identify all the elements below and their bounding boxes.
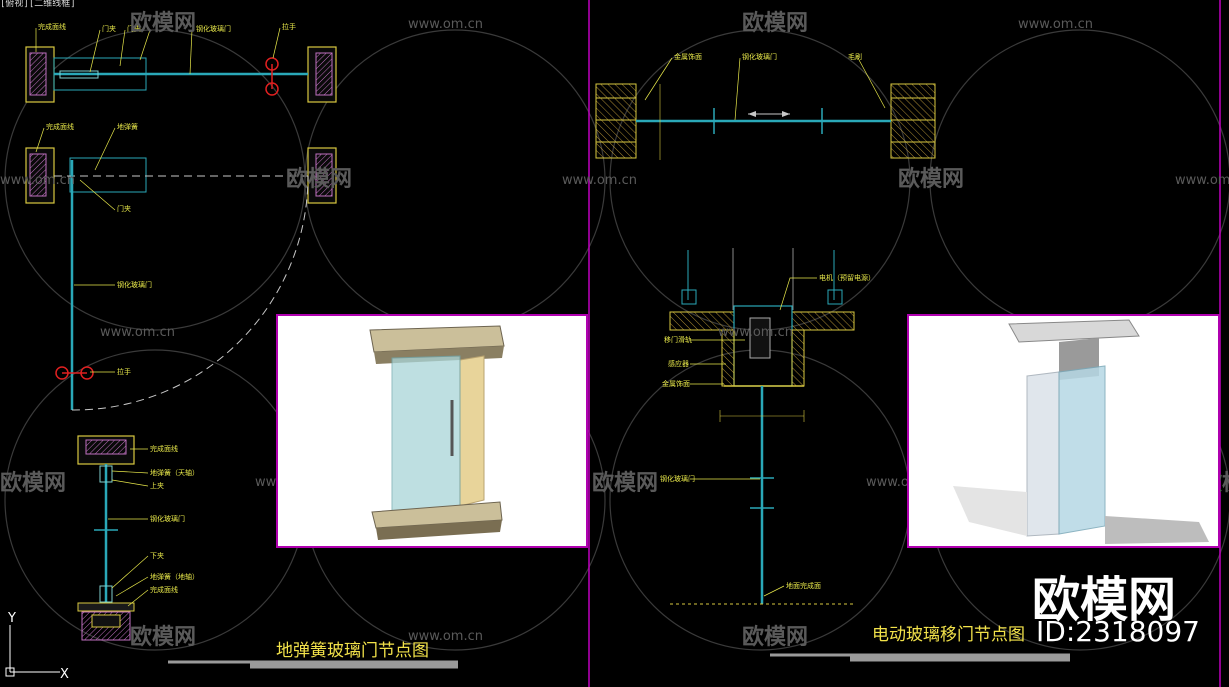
- left-plan-swing-leaders: [35, 127, 116, 373]
- wm-brand: 欧模网: [898, 166, 964, 192]
- sliding-door-render[interactable]: [907, 314, 1220, 548]
- label-sec-1: 地弹簧（天轴）: [150, 468, 199, 477]
- left-plan-closed[interactable]: [25, 46, 337, 103]
- right-plan[interactable]: [595, 83, 936, 160]
- wm-brand: 欧模网: [742, 624, 808, 650]
- label-rsec-5: 地面完成面: [786, 581, 821, 590]
- left-section-leaders: [108, 448, 149, 607]
- wm-brand: 欧模网: [742, 10, 808, 36]
- right-plan-leaders: [644, 57, 886, 121]
- viewport-label[interactable]: [俯视][二维线框]: [0, 0, 76, 9]
- floor-spring-door-render[interactable]: [276, 314, 588, 548]
- wm-brand: 欧模网: [592, 470, 658, 496]
- label-plan2-0: 完成面线: [46, 122, 74, 131]
- label-sec-4: 下夹: [150, 551, 164, 560]
- axis-x-label: X: [60, 667, 69, 682]
- wm-url: www.om.cn: [408, 17, 483, 32]
- label-sec-3: 钢化玻璃门: [150, 514, 185, 523]
- wm-url: www.om.cn: [100, 325, 175, 340]
- label-rsec-4: 钢化玻璃门: [660, 474, 695, 483]
- left-section[interactable]: [77, 435, 135, 641]
- wm-url: www.om.cn: [1175, 173, 1229, 188]
- left-plan-closed-leaders: [35, 27, 281, 75]
- wm-brand: 欧模网: [130, 624, 196, 650]
- label-rplan-0: 金属饰面: [674, 52, 702, 61]
- wm-brand: 欧模网: [0, 470, 66, 496]
- wm-url: www.om.cn: [718, 325, 793, 340]
- wm-url: www.om.cn: [0, 173, 75, 188]
- wm-url: www.om.cn: [562, 173, 637, 188]
- right-section[interactable]: [669, 248, 856, 605]
- label-sec-6: 完成面线: [150, 585, 178, 594]
- right-drawing-title: 电动玻璃移门节点图: [872, 625, 1025, 645]
- render-image: [953, 319, 1209, 544]
- label-plan2-2: 门夹: [117, 204, 131, 213]
- label-plan2-1: 地弹簧: [117, 122, 138, 131]
- label-rplan-2: 毛刷: [848, 52, 862, 61]
- label-rsec-0: 电机（预留电源）: [819, 273, 875, 282]
- label-plan1-3: 钢化玻璃门: [196, 24, 231, 33]
- left-drawing-title: 地弹簧玻璃门节点图: [276, 641, 429, 661]
- label-sec-0: 完成面线: [150, 444, 178, 453]
- ucs-axis-icon: [5, 625, 60, 677]
- wm-url: www.om.cn: [1018, 17, 1093, 32]
- label-rplan-1: 钢化玻璃门: [742, 52, 777, 61]
- wm-brand: 欧模网: [130, 10, 196, 36]
- render-image: [369, 325, 505, 540]
- label-plan2-4: 拉手: [117, 367, 131, 376]
- axis-y-label: Y: [7, 611, 16, 626]
- wm-brand: 欧模网: [286, 166, 352, 192]
- label-plan1-0: 完成面线: [38, 22, 66, 31]
- label-plan1-4: 拉手: [282, 22, 296, 31]
- wm-url: www.om.cn: [408, 629, 483, 644]
- label-sec-5: 地弹簧（地轴）: [150, 572, 199, 581]
- brand-stamp-id: ID:2318097: [1036, 615, 1200, 648]
- label-rsec-3: 金属饰面: [662, 379, 690, 388]
- left-plan-swing[interactable]: [25, 147, 337, 411]
- label-rsec-1: 移门滑轨: [664, 335, 692, 344]
- label-plan1-2: 门夹: [127, 24, 141, 33]
- label-rsec-2: 感应器: [668, 359, 689, 368]
- right-section-leaders: [690, 277, 817, 597]
- label-sec-2: 上夹: [150, 481, 164, 490]
- label-plan2-3: 钢化玻璃门: [117, 280, 152, 289]
- label-plan1-1: 门夹: [102, 24, 116, 33]
- brand-stamp-logo: 欧模网: [1032, 572, 1177, 628]
